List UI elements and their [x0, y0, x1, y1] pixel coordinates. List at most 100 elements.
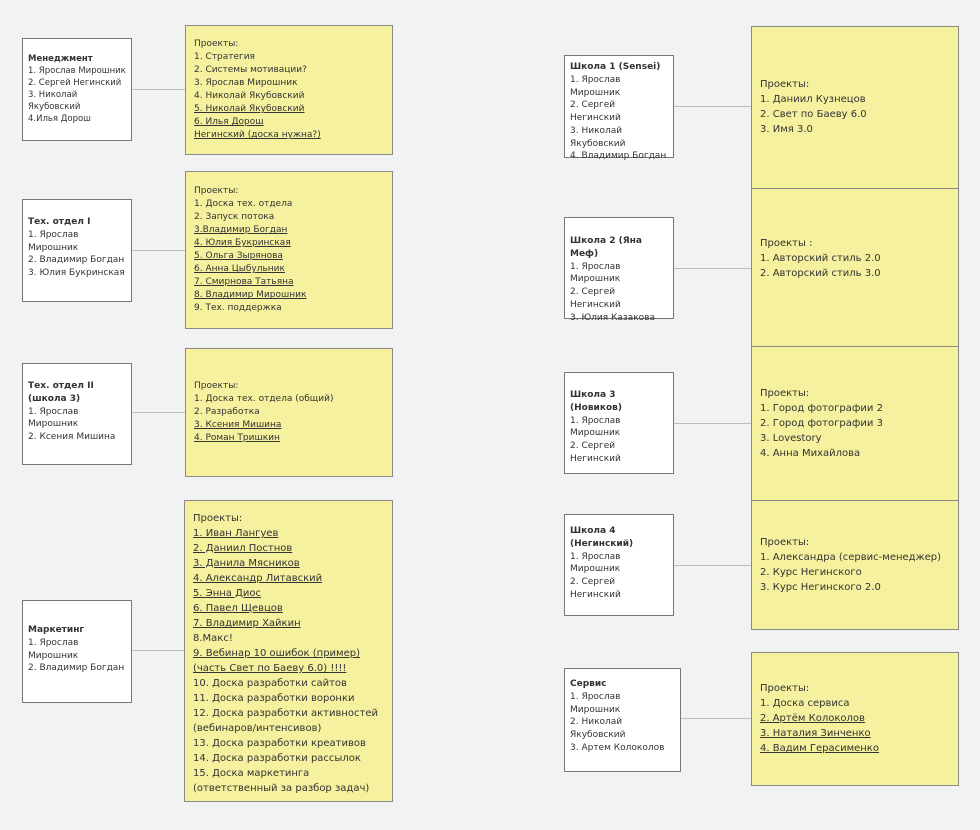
department-card-school4[interactable]: Школа 4 (Негинский) 1. Ярослав Мирошник …: [564, 514, 674, 616]
project-link[interactable]: 3. Данила Мясников: [193, 558, 300, 569]
project-link[interactable]: 5. Ольга Зырянова: [194, 251, 283, 262]
member-line: 2. Владимир Богдан: [28, 255, 125, 266]
project-item: 2. Свет по Баеву 6.0: [760, 109, 867, 120]
member-line: Мирошник: [570, 564, 621, 575]
projects-note-tech1[interactable]: Проекты: 1. Доска тех. отдела 2. Запуск …: [185, 171, 393, 329]
member-line: Мирошник: [570, 274, 621, 285]
department-title: Школа 1 (Sensei): [570, 62, 661, 72]
project-link[interactable]: 7. Смирнова Татьяна: [194, 277, 294, 288]
project-item: 1. Доска тех. отдела (общий): [194, 394, 334, 405]
project-item: 3. Ярослав Мирошник: [194, 78, 298, 89]
projects-header: Проекты:: [194, 381, 239, 391]
project-link[interactable]: (часть Свет по Баеву 6.0) !!!!: [193, 663, 347, 674]
project-item: 1. Александра (сервис-менеджер): [760, 552, 941, 563]
member-line: 3. Юлия Букринская: [28, 268, 125, 279]
project-item: 14. Доска разработки рассылок: [193, 753, 361, 764]
member-line: 3. Юлия Казакова: [570, 312, 656, 323]
department-card-tech1[interactable]: Тех. отдел I 1. Ярослав Мирошник 2. Влад…: [22, 199, 132, 302]
member-line: 2. Владимир Богдан: [28, 663, 125, 674]
department-card-management[interactable]: Менеджмент 1. Ярослав Мирошник 2. Сергей…: [22, 38, 132, 141]
projects-note-management[interactable]: Проекты: 1. Стратегия 2. Системы мотивац…: [185, 25, 393, 155]
project-item: 1. Авторский стиль 2.0: [760, 253, 881, 264]
connector-service: [681, 718, 752, 719]
project-link[interactable]: Негинский (доска нужна?): [194, 130, 321, 141]
project-link[interactable]: 2. Артём Колоколов: [760, 713, 865, 724]
project-item: 2. Город фотографии 3: [760, 418, 883, 429]
projects-note-school1[interactable]: Проекты: 1. Даниил Кузнецов 2. Свет по Б…: [751, 26, 959, 189]
projects-header: Проекты:: [193, 513, 243, 524]
projects-header: Проекты:: [760, 79, 810, 90]
projects-note-school3[interactable]: Проекты: 1. Город фотографии 2 2. Город …: [751, 346, 959, 501]
member-line: 1. Ярослав: [570, 691, 621, 702]
projects-note-marketing[interactable]: Проекты: 1. Иван Лангуев 2. Даниил Постн…: [184, 500, 393, 802]
project-item: 8.Макс!: [193, 633, 233, 644]
member-line: Мирошник: [28, 242, 79, 253]
department-card-service[interactable]: Сервис 1. Ярослав Мирошник 2. Николай Як…: [564, 668, 681, 772]
project-link[interactable]: 2. Даниил Постнов: [193, 543, 293, 554]
department-card-school1[interactable]: Школа 1 (Sensei) 1. Ярослав Мирошник 2. …: [564, 55, 674, 161]
project-item: 9. Тех. поддержка: [194, 303, 282, 314]
member-line: 2. Сергей Негинский: [570, 100, 621, 124]
project-link[interactable]: 3. Наталия Зинченко: [760, 728, 871, 739]
department-title: Тех. отдел II: [28, 381, 94, 391]
project-link[interactable]: 1. Иван Лангуев: [193, 528, 279, 539]
department-card-tech2[interactable]: Тех. отдел II (школа 3) 1. Ярослав Мирош…: [22, 363, 132, 465]
project-item: 2. Разработка: [194, 407, 260, 418]
project-link[interactable]: 5. Николай Якубовский: [194, 104, 305, 115]
member-line: 3. Артем Колоколов: [570, 742, 665, 753]
department-card-marketing[interactable]: Маркетинг 1. Ярослав Мирошник 2. Владими…: [22, 600, 132, 703]
projects-note-school2[interactable]: Проекты : 1. Авторский стиль 2.0 2. Авто…: [751, 188, 959, 347]
member-line: 3. Николай: [570, 125, 623, 136]
member-line: Якубовский: [570, 730, 626, 741]
project-link[interactable]: 3. Ксения Мишина: [194, 420, 282, 431]
connector-school1: [674, 106, 752, 107]
member-line: 1. Ярослав: [570, 261, 621, 272]
project-link[interactable]: 6. Анна Цыбульник: [194, 264, 285, 275]
connector-tech2: [131, 412, 186, 413]
member-line: 1. Ярослав: [570, 551, 621, 562]
project-item: 1. Даниил Кузнецов: [760, 94, 866, 105]
projects-header: Проекты:: [760, 388, 810, 399]
department-card-school2[interactable]: Школа 2 (Яна Меф) 1. Ярослав Мирошник 2.…: [564, 217, 674, 323]
member-line: 2. Ксения Мишина: [28, 432, 116, 443]
project-link[interactable]: 3.Владимир Богдан: [194, 225, 288, 236]
project-link[interactable]: 4. Александр Литавский: [193, 573, 323, 584]
member-line: 3. Николай: [28, 90, 78, 101]
project-link[interactable]: 6. Илья Дорош: [194, 117, 264, 128]
department-card-school3[interactable]: Школа 3 (Новиков) 1. Ярослав Мирошник 2.…: [564, 372, 674, 474]
project-link[interactable]: 4. Роман Тришкин: [194, 433, 280, 444]
project-link[interactable]: 8. Владимир Мирошник: [194, 290, 307, 301]
project-link[interactable]: 7. Владимир Хайкин: [193, 618, 301, 629]
project-item: 11. Доска разработки воронки: [193, 693, 355, 704]
connector-management: [131, 89, 186, 90]
projects-header: Проекты:: [760, 537, 810, 548]
project-link[interactable]: 5. Энна Диос: [193, 588, 262, 599]
department-title: Школа 4: [570, 526, 616, 536]
project-item: 3. Курс Негинского 2.0: [760, 582, 881, 593]
member-line: Мирошник: [570, 87, 621, 98]
department-subtitle: (Негинский): [570, 538, 634, 549]
projects-note-school4[interactable]: Проекты: 1. Александра (сервис-менеджер)…: [751, 500, 959, 630]
member-line: Мирошник: [28, 419, 79, 430]
project-link[interactable]: 6. Павел Щевцов: [193, 603, 283, 614]
project-item: 1. Доска сервиса: [760, 698, 850, 709]
project-item: 4. Анна Михайлова: [760, 448, 861, 459]
project-item: 10. Доска разработки сайтов: [193, 678, 347, 689]
project-link[interactable]: 4. Вадим Герасименко: [760, 743, 879, 754]
project-item: (ответственный за разбор задач): [193, 783, 370, 794]
project-item: 2. Авторский стиль 3.0: [760, 268, 881, 279]
member-line: Мирошник: [570, 704, 621, 715]
project-item: 2. Системы мотивации?: [194, 65, 307, 76]
member-line: 2. Сергей Негинский: [570, 287, 621, 310]
member-line: 1. Ярослав: [28, 229, 79, 240]
project-item: 15. Доска маркетинга: [193, 768, 310, 779]
project-link[interactable]: 9. Вебинар 10 ошибок (пример): [193, 648, 360, 659]
projects-note-service[interactable]: Проекты: 1. Доска сервиса 2. Артём Колок…: [751, 652, 959, 786]
member-line: 2. Сергей Негинский: [570, 577, 621, 600]
member-line: 1. Ярослав: [28, 406, 79, 417]
projects-header: Проекты:: [194, 39, 239, 49]
projects-header: Проекты:: [760, 683, 810, 694]
project-link[interactable]: 4. Юлия Букринская: [194, 238, 291, 249]
department-title: Школа 3 (Новиков): [570, 390, 622, 413]
projects-note-tech2[interactable]: Проекты: 1. Доска тех. отдела (общий) 2.…: [185, 348, 393, 477]
